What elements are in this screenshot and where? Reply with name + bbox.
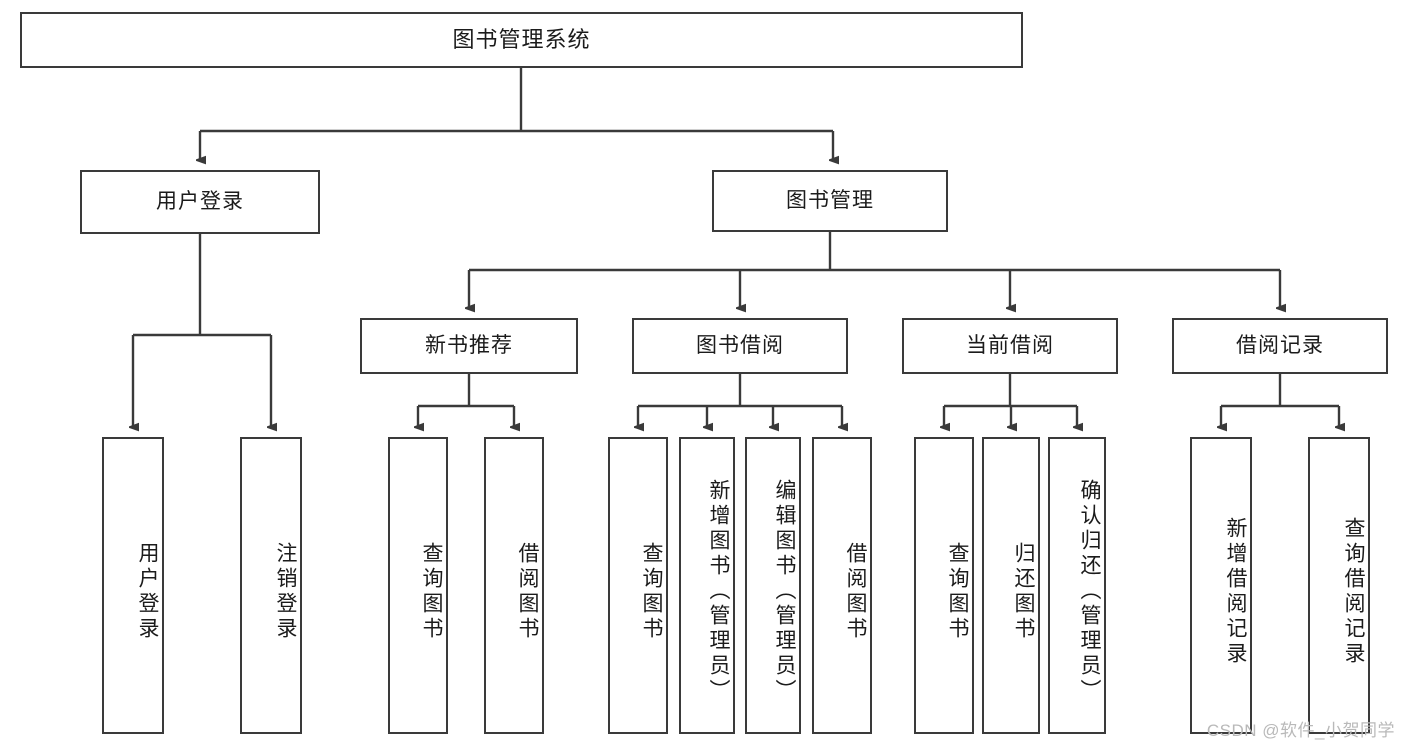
leaf-confirm-return-admin-label: 确认归还（管理员） <box>1078 479 1101 704</box>
leaf-logout-label: 注销登录 <box>274 541 297 642</box>
leaf-add-borrow-record[interactable]: 新增借阅记录 <box>1190 437 1252 734</box>
leaf-user-login[interactable]: 用户登录 <box>102 437 164 734</box>
leaf-query-book-borrow[interactable]: 查询图书 <box>608 437 668 734</box>
node-book-management-label: 图书管理 <box>786 189 874 213</box>
leaf-add-book-admin-label: 新增图书（管理员） <box>707 479 730 704</box>
leaf-query-book-recommend[interactable]: 查询图书 <box>388 437 448 734</box>
leaf-return-book[interactable]: 归还图书 <box>982 437 1040 734</box>
node-borrow-record-label: 借阅记录 <box>1236 334 1324 358</box>
leaf-add-book-admin[interactable]: 新增图书（管理员） <box>679 437 735 734</box>
leaf-query-book-current-label: 查询图书 <box>946 541 969 642</box>
leaf-confirm-return-admin[interactable]: 确认归还（管理员） <box>1048 437 1106 734</box>
node-book-borrow[interactable]: 图书借阅 <box>632 318 848 374</box>
leaf-query-book-borrow-label: 查询图书 <box>640 541 663 642</box>
watermark: CSDN @软件_小贺同学 <box>1206 721 1395 740</box>
leaf-query-borrow-record-label: 查询借阅记录 <box>1342 516 1365 667</box>
leaf-user-login-label: 用户登录 <box>136 541 159 642</box>
leaf-borrow-book-recommend-label: 借阅图书 <box>516 541 539 642</box>
node-user-login-label: 用户登录 <box>156 190 244 214</box>
leaf-query-book-recommend-label: 查询图书 <box>420 541 443 642</box>
leaf-borrow-book-label: 借阅图书 <box>844 541 867 642</box>
leaf-borrow-book-recommend[interactable]: 借阅图书 <box>484 437 544 734</box>
leaf-edit-book-admin-label: 编辑图书（管理员） <box>773 479 796 704</box>
node-book-management[interactable]: 图书管理 <box>712 170 948 232</box>
node-user-login[interactable]: 用户登录 <box>80 170 320 234</box>
node-book-borrow-label: 图书借阅 <box>696 334 784 358</box>
node-root-label: 图书管理系统 <box>452 26 591 52</box>
leaf-return-book-label: 归还图书 <box>1012 541 1035 642</box>
leaf-add-borrow-record-label: 新增借阅记录 <box>1224 516 1247 667</box>
node-borrow-record[interactable]: 借阅记录 <box>1172 318 1388 374</box>
leaf-query-book-current[interactable]: 查询图书 <box>914 437 974 734</box>
node-new-book-recommend-label: 新书推荐 <box>425 334 513 358</box>
leaf-borrow-book[interactable]: 借阅图书 <box>812 437 872 734</box>
leaf-edit-book-admin[interactable]: 编辑图书（管理员） <box>745 437 801 734</box>
node-current-borrow[interactable]: 当前借阅 <box>902 318 1118 374</box>
node-new-book-recommend[interactable]: 新书推荐 <box>360 318 578 374</box>
leaf-logout[interactable]: 注销登录 <box>240 437 302 734</box>
node-current-borrow-label: 当前借阅 <box>966 334 1054 358</box>
node-root[interactable]: 图书管理系统 <box>20 12 1023 68</box>
leaf-query-borrow-record[interactable]: 查询借阅记录 <box>1308 437 1370 734</box>
